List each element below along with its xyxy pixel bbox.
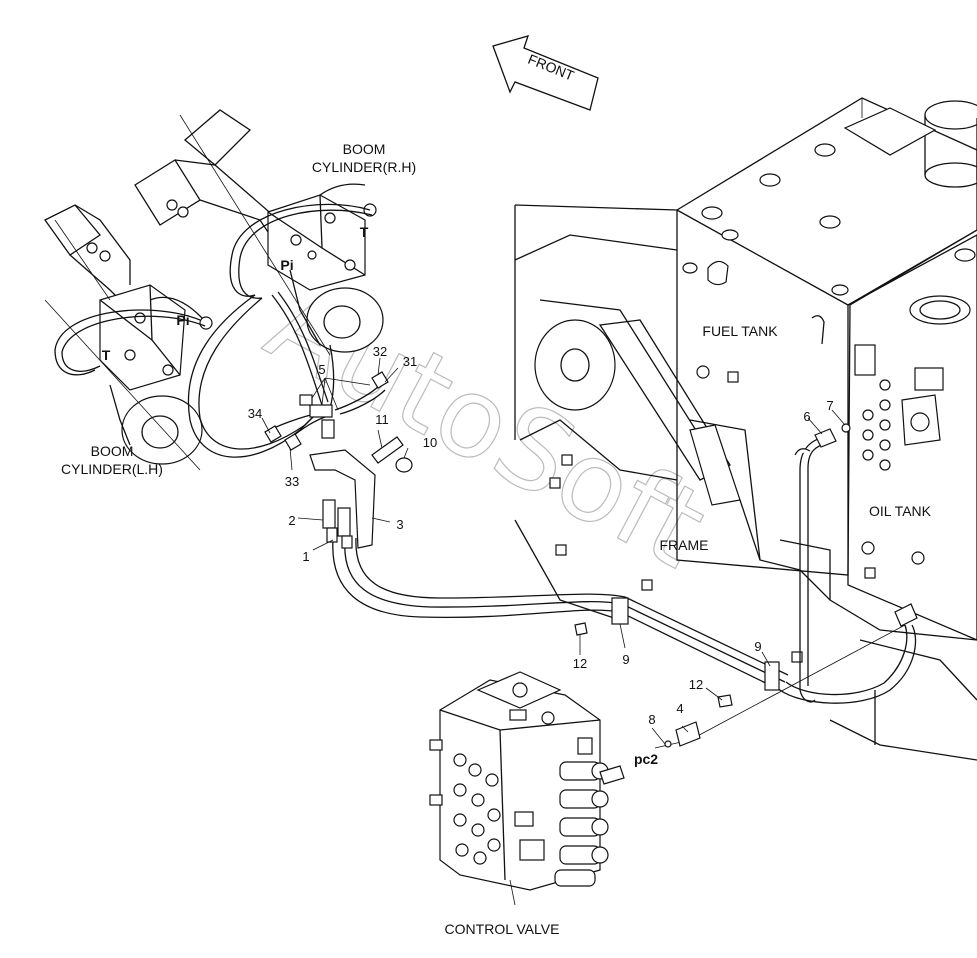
fuel-tank-label: FUEL TANK bbox=[702, 323, 778, 339]
callout-34: 34 bbox=[248, 406, 262, 421]
callout-11: 11 bbox=[375, 412, 389, 427]
valve-spools bbox=[554, 761, 609, 887]
oil-tank-label: OIL TANK bbox=[869, 503, 932, 519]
frame-label: FRAME bbox=[660, 537, 709, 553]
port-t-right: T bbox=[360, 224, 369, 240]
front-arrow: FRONT bbox=[492, 35, 599, 111]
boom-rh-label-line1: BOOM bbox=[343, 141, 386, 157]
callout-1: 1 bbox=[302, 549, 309, 564]
callout-6: 6 bbox=[803, 409, 810, 424]
oil-tank-bolts bbox=[861, 379, 925, 579]
callout-4: 4 bbox=[676, 701, 683, 716]
callout-5: 5 bbox=[318, 362, 325, 377]
callout-2: 2 bbox=[288, 513, 295, 528]
callout-7: 7 bbox=[826, 398, 833, 413]
callout-10: 10 bbox=[423, 435, 437, 450]
port-pc2: pc2 bbox=[634, 751, 658, 767]
callout-33: 33 bbox=[285, 474, 299, 489]
port-t-left: T bbox=[102, 347, 111, 363]
boom-cylinder-rh bbox=[134, 109, 384, 356]
callout-31: 31 bbox=[403, 354, 417, 369]
callout-8: 8 bbox=[648, 712, 655, 727]
boom-lh-label-line1: BOOM bbox=[91, 443, 134, 459]
callout-3: 3 bbox=[396, 517, 403, 532]
callout-12b: 12 bbox=[689, 677, 703, 692]
leader-lines bbox=[261, 357, 846, 745]
boom-lh-label-line2: CYLINDER(L.H) bbox=[61, 461, 163, 477]
callout-9a: 9 bbox=[622, 652, 629, 667]
tank-frame-structure bbox=[514, 97, 977, 761]
callout-32: 32 bbox=[373, 344, 387, 359]
callout-12a: 12 bbox=[573, 656, 587, 671]
front-label: FRONT bbox=[526, 51, 577, 84]
bracket-and-fittings bbox=[264, 371, 918, 748]
control-valve-label: CONTROL VALVE bbox=[445, 921, 560, 937]
valve-ports bbox=[453, 753, 501, 865]
callout-9b: 9 bbox=[754, 639, 761, 654]
port-pi-right: Pi bbox=[280, 257, 293, 273]
hose-lines bbox=[54, 203, 917, 749]
boom-cylinder-lh bbox=[44, 204, 213, 471]
boom-rh-label-line2: CYLINDER(R.H) bbox=[312, 159, 416, 175]
port-pi-left: Pi bbox=[176, 312, 189, 328]
control-valve bbox=[429, 671, 625, 906]
